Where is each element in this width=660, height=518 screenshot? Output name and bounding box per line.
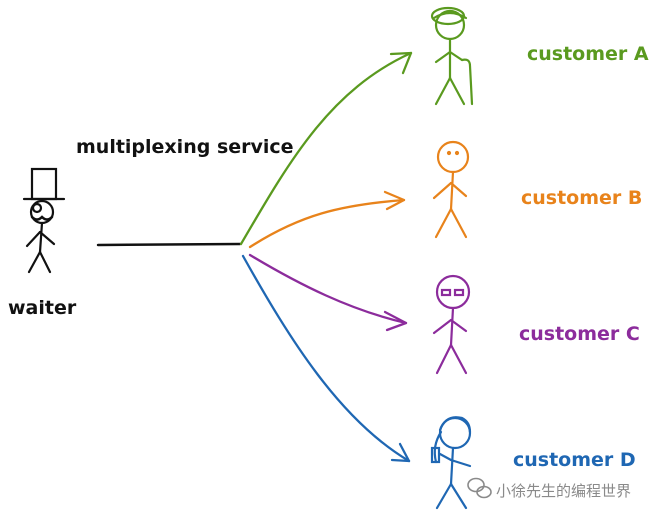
customer-c-label: customer C — [519, 323, 640, 345]
arrow-to-customer-d — [241, 254, 411, 463]
arrow-to-customer-a — [239, 51, 413, 246]
arrowhead-a — [389, 51, 413, 75]
customer-b-label: customer B — [521, 187, 642, 209]
customer-d-label: customer D — [513, 449, 636, 471]
arrowhead-d — [390, 442, 411, 463]
arrowhead-c — [383, 310, 408, 332]
arrow-to-customer-c — [248, 253, 408, 325]
service-line — [96, 242, 242, 247]
arrowhead-b — [383, 190, 406, 211]
customer-c-figure — [432, 274, 471, 375]
watermark-text: 小徐先生的编程世界 — [496, 482, 631, 500]
diagram-title: multiplexing service — [76, 136, 294, 158]
customer-b-figure — [432, 140, 470, 239]
arrow-to-customer-b — [248, 198, 406, 249]
customer-a-figure — [430, 6, 474, 106]
waiter-figure — [22, 167, 66, 274]
waiter-label: waiter — [8, 297, 77, 319]
customer-a-label: customer A — [527, 43, 649, 65]
wechat-icon — [467, 477, 492, 499]
watermark: 小徐先生的编程世界 — [467, 477, 631, 500]
top-hat-icon — [30, 167, 58, 201]
customer-d-figure — [430, 416, 472, 510]
